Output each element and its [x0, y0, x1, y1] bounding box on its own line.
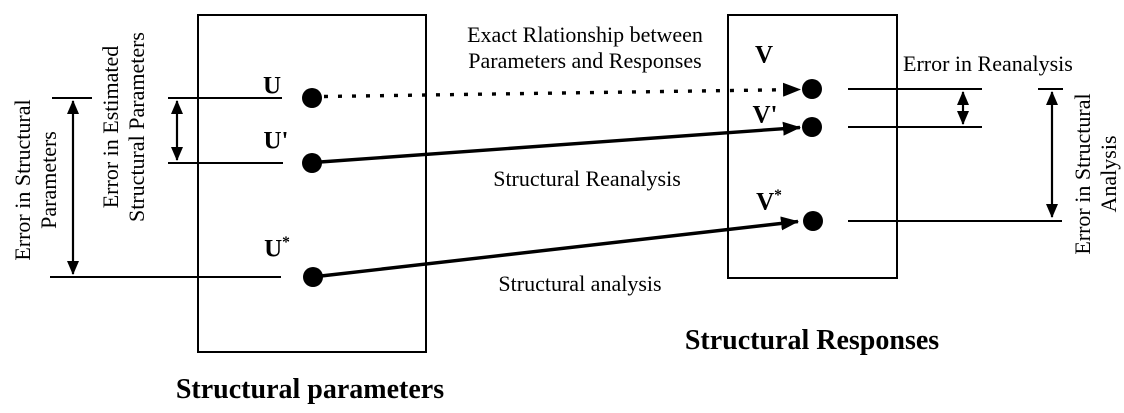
node-label-v-prime-text: V'	[752, 101, 778, 129]
structural-parameters-title: Structural parameters	[175, 374, 445, 405]
exact-relationship-label: Exact Rlationship between Parameters and…	[467, 22, 703, 73]
node-label-u-star: U*	[247, 230, 307, 261]
node-dot-v-prime	[802, 117, 822, 137]
structural-analysis-label: Structural analysis	[498, 271, 662, 296]
structural-parameters-box	[197, 14, 427, 353]
error-in-estimated-structural-parameters-label: Error in Estimated Structural Parameters	[98, 32, 149, 222]
error-in-structural-analysis-label: Error in Structural Analysis	[1070, 93, 1121, 255]
node-dot-v-star	[803, 211, 823, 231]
structural-analysis-arrow	[320, 216, 799, 278]
node-label-v-star-text: V	[756, 188, 775, 216]
node-label-u-prime-text: U'	[263, 127, 289, 155]
structural-reanalysis-arrow	[319, 121, 801, 164]
node-label-v-star: V*	[739, 183, 799, 214]
node-label-u-star-sup: *	[282, 234, 290, 251]
node-label-u-star-text: U	[264, 235, 283, 263]
node-label-v-star-sup: *	[774, 187, 782, 204]
error-in-reanalysis-label: Error in Reanalysis	[903, 51, 1073, 76]
node-dot-u-prime	[302, 153, 322, 173]
node-label-u-prime: U'	[246, 122, 306, 153]
node-dot-u	[302, 88, 322, 108]
node-label-u: U	[242, 67, 302, 98]
structural-responses-box	[727, 14, 898, 279]
structural-responses-title: Structural Responses	[684, 325, 940, 356]
node-label-u-text: U	[262, 72, 282, 100]
node-label-v-text: V	[754, 41, 774, 69]
exact-relationship-arrow	[323, 82, 801, 99]
node-label-v: V	[734, 36, 794, 67]
node-label-v-prime: V'	[735, 96, 795, 127]
node-dot-u-star	[303, 267, 323, 287]
error-in-structural-parameters-label: Error in Structural Parameters	[10, 99, 61, 261]
node-dot-v	[802, 79, 822, 99]
structural-reanalysis-label: Structural Reanalysis	[493, 166, 681, 191]
